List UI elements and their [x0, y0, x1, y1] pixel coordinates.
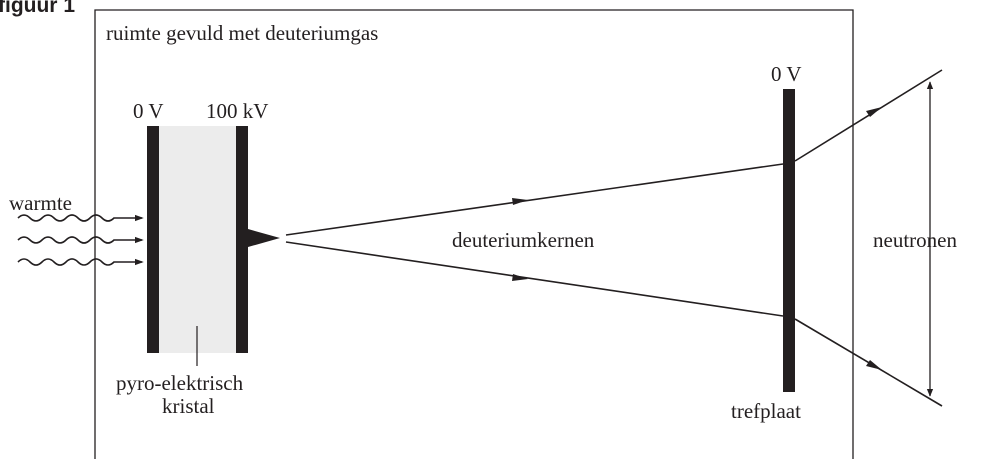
beam-label: deuteriumkernen — [452, 228, 595, 252]
deuterium-beams — [285, 163, 784, 317]
heat-wave-3 — [17, 258, 144, 266]
emitter-tip — [248, 229, 280, 247]
figure-caption: figuur 1 — [0, 0, 75, 17]
neutron-label: neutronen — [873, 228, 957, 252]
heat-wave-1 — [17, 214, 144, 222]
beam-lower-arrow — [512, 274, 528, 281]
crystal-label-line1: pyro-elektrisch — [116, 371, 244, 395]
crystal-label-line2: kristal — [162, 394, 215, 418]
left-plate-voltage: 0 V — [133, 99, 164, 123]
heat-waves — [17, 214, 144, 266]
beam-upper-arrow — [512, 198, 528, 205]
chamber-label: ruimte gevuld met deuteriumgas — [106, 21, 378, 45]
target-plate — [783, 89, 795, 392]
right-electrode — [236, 126, 248, 353]
neutron-lower-arrow — [866, 360, 882, 370]
beam-lower — [285, 241, 784, 317]
right-plate-voltage: 100 kV — [206, 99, 268, 123]
chamber-outline — [94, 9, 854, 459]
target-label: trefplaat — [731, 399, 801, 423]
pyroelectric-crystal — [158, 126, 236, 353]
target-voltage: 0 V — [771, 62, 802, 86]
heat-label: warmte — [9, 191, 72, 215]
left-electrode — [147, 126, 159, 353]
heat-wave-2 — [17, 236, 144, 244]
neutron-ray-upper — [794, 69, 943, 162]
neutron-upper-arrow — [866, 107, 882, 117]
beam-upper — [285, 163, 784, 236]
